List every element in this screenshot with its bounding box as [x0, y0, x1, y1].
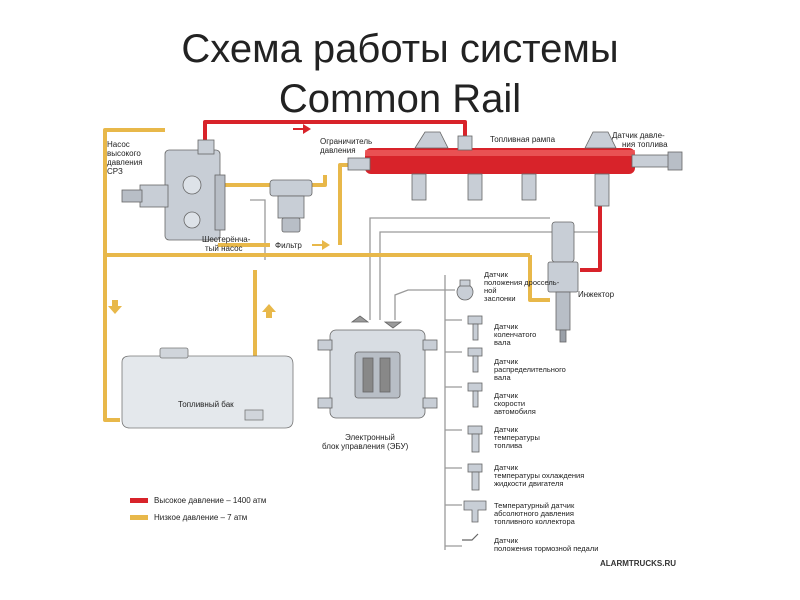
rail-label: Топливная рампа [490, 135, 556, 144]
title-line-2: Common Rail [278, 77, 522, 121]
high-pressure-lines [203, 120, 602, 272]
pump-label-1: Насос [107, 140, 130, 149]
brand-watermark: ALARMTRUCKS.RU [600, 559, 676, 568]
injector [547, 221, 579, 343]
gear-pump-label: Шестерёнча-тый насос [202, 235, 251, 253]
flow-arrows [108, 240, 330, 318]
high-pressure-pump [121, 139, 226, 241]
legend: Высокое давление – 1400 атм Низкое давле… [130, 496, 266, 522]
legend-swatch-low [130, 515, 148, 520]
rail-sensor-label: Датчик давле-ния топлива [612, 131, 668, 149]
fuel-tank [121, 347, 294, 429]
legend-label-low: Низкое давление – 7 атм [154, 513, 247, 522]
fuel-rail [347, 131, 683, 207]
legend-swatch-high [130, 498, 148, 503]
filter-label: Фильтр [275, 241, 302, 250]
legend-label-high: Высокое давление – 1400 атм [154, 496, 266, 505]
sensor-icons [456, 279, 487, 541]
low-pressure-lines [103, 128, 550, 422]
tank-label: Топливный бак [178, 400, 234, 409]
high-pressure-arrow [293, 124, 311, 134]
title-line-1: Схема работы системы [181, 27, 619, 71]
ecu-unit [317, 315, 438, 419]
fuel-filter [269, 179, 313, 233]
slide-title: Схема работы системы Common Rail [0, 24, 800, 124]
injector-label: Инжектор [578, 290, 615, 299]
